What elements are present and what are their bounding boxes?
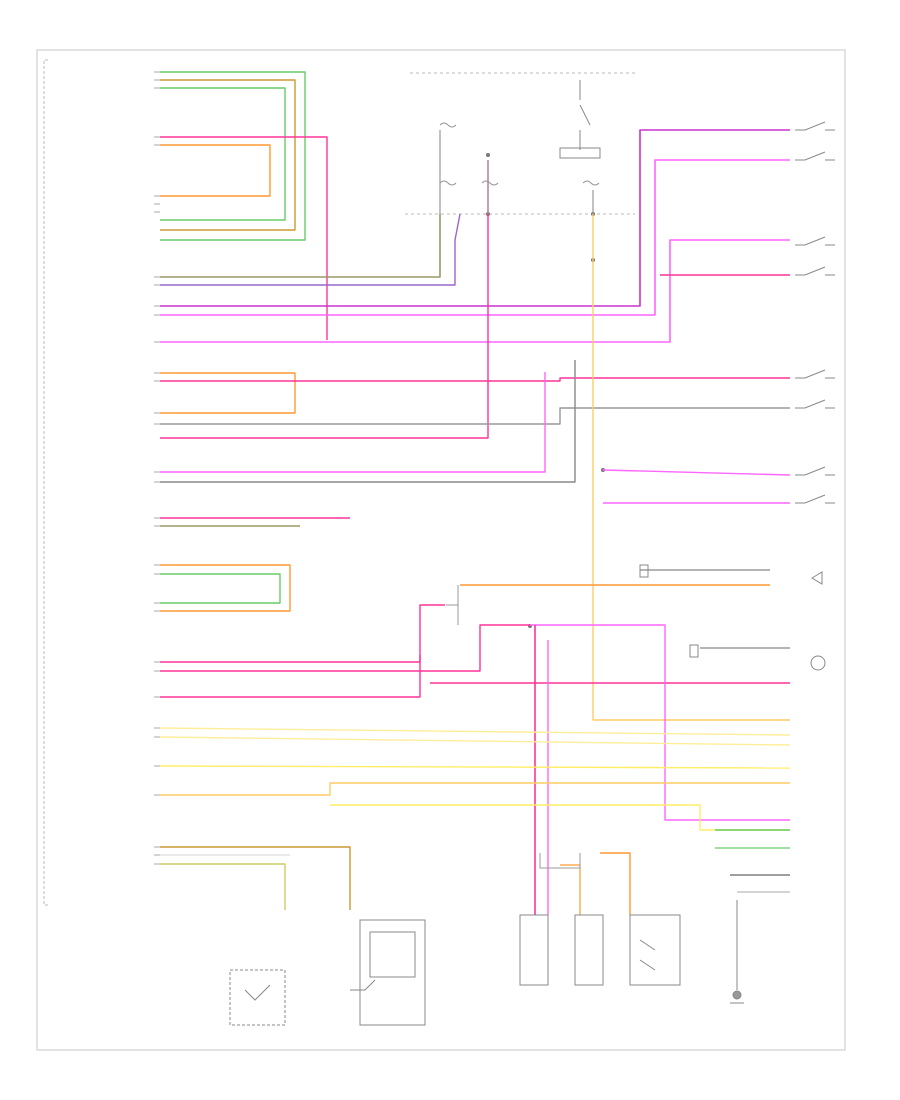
wire	[160, 407, 790, 425]
switch-symbol	[795, 266, 835, 276]
wire	[159, 765, 791, 769]
wire	[160, 159, 790, 316]
wire	[592, 214, 790, 721]
wire	[330, 804, 790, 831]
fuse-symbol	[582, 180, 600, 186]
wire	[159, 736, 791, 746]
wire	[160, 79, 296, 231]
bottom-relay-group	[229, 914, 681, 1026]
top-relay	[559, 80, 601, 159]
wire	[160, 144, 271, 197]
wire	[160, 129, 790, 307]
wire	[160, 372, 296, 414]
fuse-symbol	[481, 180, 499, 186]
wire	[560, 864, 581, 915]
wire	[160, 71, 306, 241]
wire	[160, 604, 445, 663]
wire	[160, 624, 530, 672]
wire	[160, 213, 461, 286]
wire	[160, 239, 790, 343]
wire-layer	[159, 71, 791, 915]
wire	[160, 87, 286, 221]
wire	[160, 863, 286, 910]
fuse-group	[439, 122, 600, 186]
connector-pin-layer	[154, 71, 160, 865]
diagram-frame	[36, 49, 846, 1051]
switch-symbol	[795, 494, 835, 504]
switch-symbol	[795, 369, 835, 379]
wire	[160, 846, 351, 910]
mid-components	[446, 585, 581, 869]
wire	[530, 624, 790, 821]
right-switch-group	[795, 121, 835, 504]
wire	[160, 377, 790, 382]
wire	[160, 573, 281, 604]
right-actuators	[639, 564, 826, 671]
switch-symbol	[795, 399, 835, 409]
wire	[159, 727, 791, 736]
wire	[160, 214, 441, 278]
switch-symbol	[795, 236, 835, 246]
left-module-bracket	[43, 59, 48, 906]
wire	[160, 564, 291, 612]
wire	[160, 160, 489, 439]
switch-symbol	[795, 151, 835, 161]
fuse-symbol	[439, 122, 457, 128]
switch-symbol	[795, 121, 835, 131]
switch-symbol	[795, 466, 835, 476]
fuse-symbol	[439, 180, 457, 186]
wire	[600, 852, 631, 915]
wire	[602, 469, 791, 476]
wire	[160, 655, 421, 698]
wire	[160, 372, 546, 473]
wire	[160, 782, 790, 796]
ground-icon	[730, 900, 744, 1004]
wire	[160, 136, 328, 340]
wire	[160, 360, 576, 483]
